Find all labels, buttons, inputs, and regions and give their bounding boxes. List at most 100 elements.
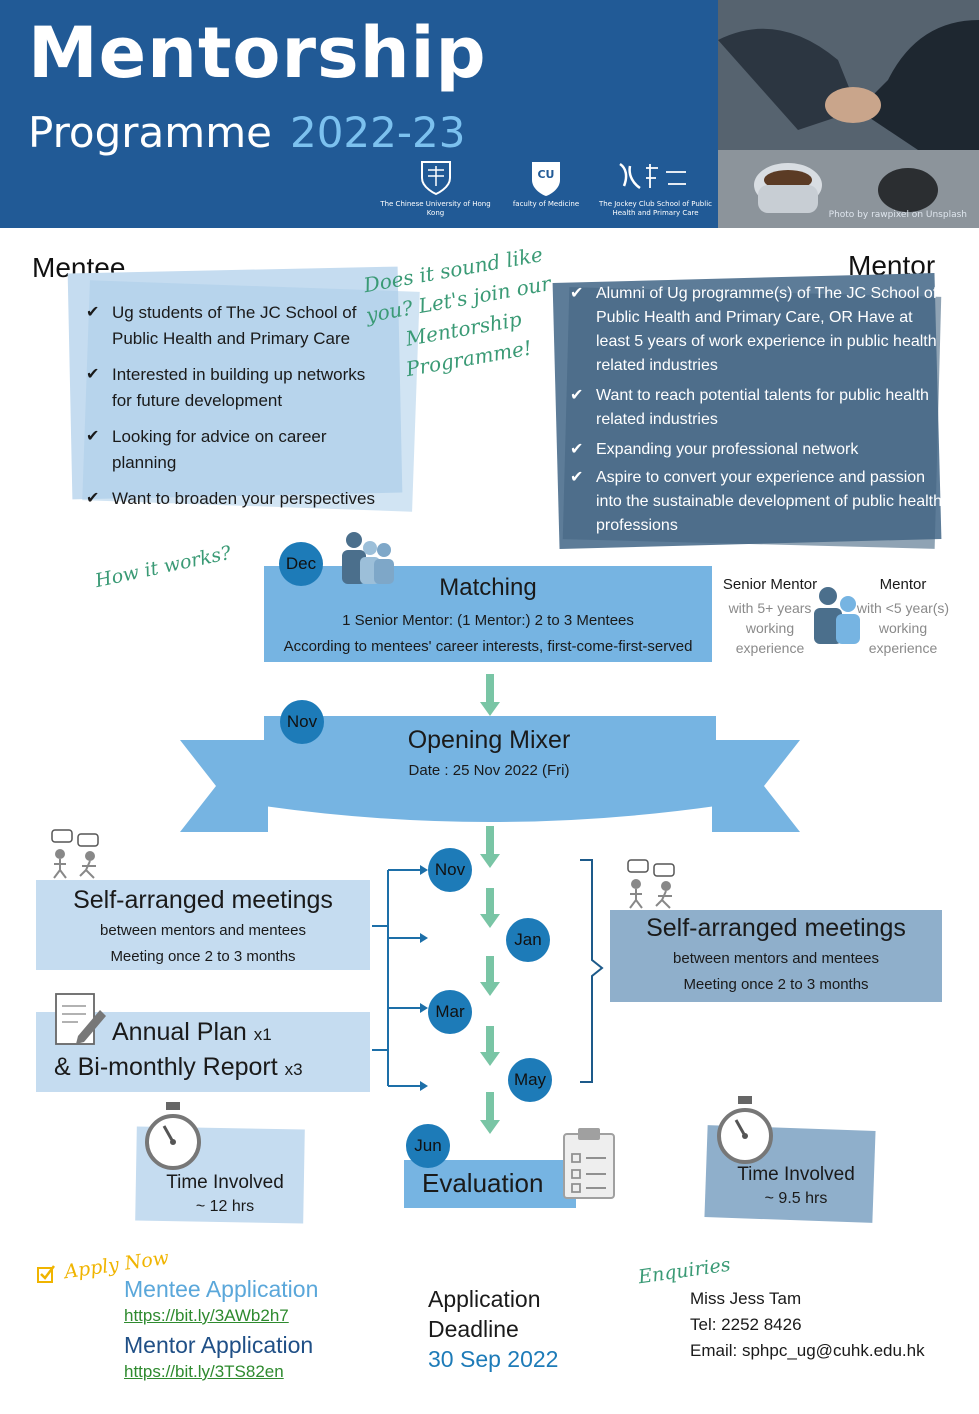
mentor-meetings-line1: between mentors and mentees [673, 950, 879, 967]
flow-arrow-down-icon [480, 1120, 500, 1134]
deadline-line1: Application [428, 1286, 541, 1312]
mentee-criteria-list: ✔Ug students of The JC School of Public … [86, 300, 386, 522]
check-icon: ✔ [570, 387, 584, 404]
checkbox-checked-icon [37, 1265, 55, 1283]
flow-arrow-down-icon [480, 1052, 500, 1066]
contact-email[interactable]: Email: sphpc_ug@cuhk.edu.hk [690, 1341, 925, 1360]
mentee-meetings-box [36, 880, 370, 970]
flow-arrow-shaft [486, 1026, 494, 1054]
flow-arrow-shaft [486, 826, 494, 856]
opening-mixer-date: Date : 25 Nov 2022 (Fri) [408, 762, 570, 779]
check-icon: ✔ [570, 469, 584, 486]
check-icon: ✔ [86, 490, 100, 507]
month-badge-may: May [508, 1058, 552, 1102]
cu-medicine-badge-icon: CU [532, 162, 560, 196]
opening-mixer-ribbon [180, 716, 800, 832]
mentor-stopwatch-icon [717, 1096, 773, 1164]
evaluation-box [404, 1160, 576, 1208]
annual-plan-label: Annual Plan [112, 1018, 247, 1046]
mentor-meetings-line2: Meeting once 2 to 3 months [683, 976, 869, 993]
flow-arrow-down-icon [480, 854, 500, 868]
mentor-criteria-item: ✔Want to reach potential talents for pub… [570, 384, 942, 432]
mentee-application-label: Mentee Application [124, 1276, 319, 1302]
flow-arrow-shaft [486, 1092, 494, 1122]
flow-arrow-down-icon [480, 702, 500, 716]
document-edit-icon [55, 993, 106, 1045]
senior-and-mentor-icon [814, 587, 860, 644]
mentee-criteria-item: ✔Want to broaden your perspectives [86, 486, 386, 512]
mentee-time-label: Time Involved [166, 1172, 284, 1193]
mentor-criteria-item: ✔Aspire to convert your experience and p… [570, 466, 942, 538]
cu-medicine-logo: CU faculty of Medicine [505, 158, 587, 209]
contact-name: Miss Jess Tam [690, 1289, 802, 1308]
check-icon: ✔ [570, 285, 584, 302]
svg-text:CU: CU [537, 168, 554, 181]
annual-plan-multiplier: x1 [253, 1025, 272, 1044]
mentee-meetings-line2: Meeting once 2 to 3 months [110, 948, 296, 965]
clipboard-checklist-icon [563, 1128, 615, 1199]
annual-plan-line: Annual Plan x1 [112, 1018, 272, 1047]
mentee-conversation-icon [51, 829, 99, 879]
opening-mixer-title: Opening Mixer [407, 726, 571, 754]
flow-arrow-shaft [486, 956, 494, 984]
public-health-emblem-icon [618, 162, 686, 190]
month-badge-jun: Jun [406, 1124, 450, 1168]
contact-tel: Tel: 2252 8426 [690, 1315, 802, 1334]
mentee-criteria-item: ✔Looking for advice on career planning [86, 424, 386, 476]
matching-ratio: 1 Senior Mentor: (1 Mentor:) 2 to 3 Ment… [342, 612, 634, 629]
page-title: Mentorship [28, 12, 487, 94]
mentee-application-link[interactable]: https://bit.ly/3AWb2h7 [124, 1306, 289, 1325]
mentor-time-label: Time Involved [737, 1164, 855, 1185]
bimonthly-report-line: & Bi-monthly Report x3 [54, 1053, 303, 1082]
enquiries-label: Enquiries [636, 1253, 732, 1289]
flow-arrow-shaft [486, 888, 494, 916]
mentor-role-desc: with <5 year(s) working experience [856, 600, 950, 656]
bimonthly-report-label: & Bi-monthly Report [54, 1053, 278, 1081]
handshake-photo-illustration-icon [718, 0, 979, 228]
mentor-criteria-list: ✔Alumni of Ug programme(s) of The JC Sch… [570, 282, 942, 548]
tagline: Does it sound like you? Let's join our M… [361, 242, 553, 382]
flow-arrow-down-icon [480, 914, 500, 928]
check-icon: ✔ [570, 441, 584, 458]
matching-criteria: According to mentees' career interests, … [283, 638, 693, 655]
mentee-stopwatch-icon [145, 1102, 201, 1170]
mentor-role-title: Mentor [879, 576, 927, 593]
photo-credit: Photo by rawpixel on Unsplash [828, 210, 967, 220]
mentor-meetings-box [610, 910, 942, 1002]
mentor-conversation-icon [627, 859, 675, 909]
senior-mentor-title: Senior Mentor [722, 576, 818, 593]
handshake-photo: Photo by rawpixel on Unsplash [718, 0, 979, 228]
mentor-meetings-title: Self-arranged meetings [646, 914, 906, 942]
check-icon: ✔ [86, 366, 100, 383]
mentee-criteria-item: ✔Ug students of The JC School of Public … [86, 300, 386, 352]
subtitle-year: 2022-23 [289, 108, 466, 157]
mentor-criteria-item: ✔Alumni of Ug programme(s) of The JC Sch… [570, 282, 942, 378]
evaluation-title: Evaluation [422, 1168, 544, 1198]
mentor-time-value: ~ 9.5 hrs [764, 1190, 828, 1207]
deadline-line2: Deadline [428, 1316, 519, 1342]
people-group-icon [342, 532, 394, 584]
check-icon: ✔ [86, 304, 100, 321]
deadline-date: 30 Sep 2022 [428, 1346, 559, 1372]
how-it-works-label: How it works? [93, 541, 234, 593]
subtitle-programme: Programme [28, 108, 272, 157]
mentee-meetings-line1: between mentors and mentees [100, 922, 306, 939]
month-badge-mar: Mar [428, 990, 472, 1034]
matching-box [264, 566, 712, 662]
month-badge-nov-meeting: Nov [428, 848, 472, 892]
deadline-block: Application Deadline 30 Sep 2022 [428, 1284, 558, 1374]
flow-arrow-down-icon [480, 982, 500, 996]
mentor-application-label: Mentor Application [124, 1332, 314, 1358]
sphpc-logo: The Jockey Club School of Public Health … [598, 158, 713, 217]
check-icon: ✔ [86, 428, 100, 445]
flow-arrow-shaft [486, 674, 494, 704]
month-badge-nov: Nov [280, 700, 324, 744]
bimonthly-report-multiplier: x3 [284, 1060, 303, 1079]
cuhk-logo: The Chinese University of Hong Kong [378, 158, 493, 217]
cuhk-crest-icon [420, 161, 451, 196]
mentee-criteria-item: ✔Interested in building up networks for … [86, 362, 386, 414]
month-badge-dec: Dec [279, 542, 323, 586]
matching-title: Matching [439, 574, 537, 601]
mentor-application-link[interactable]: https://bit.ly/3TS82en [124, 1362, 284, 1381]
